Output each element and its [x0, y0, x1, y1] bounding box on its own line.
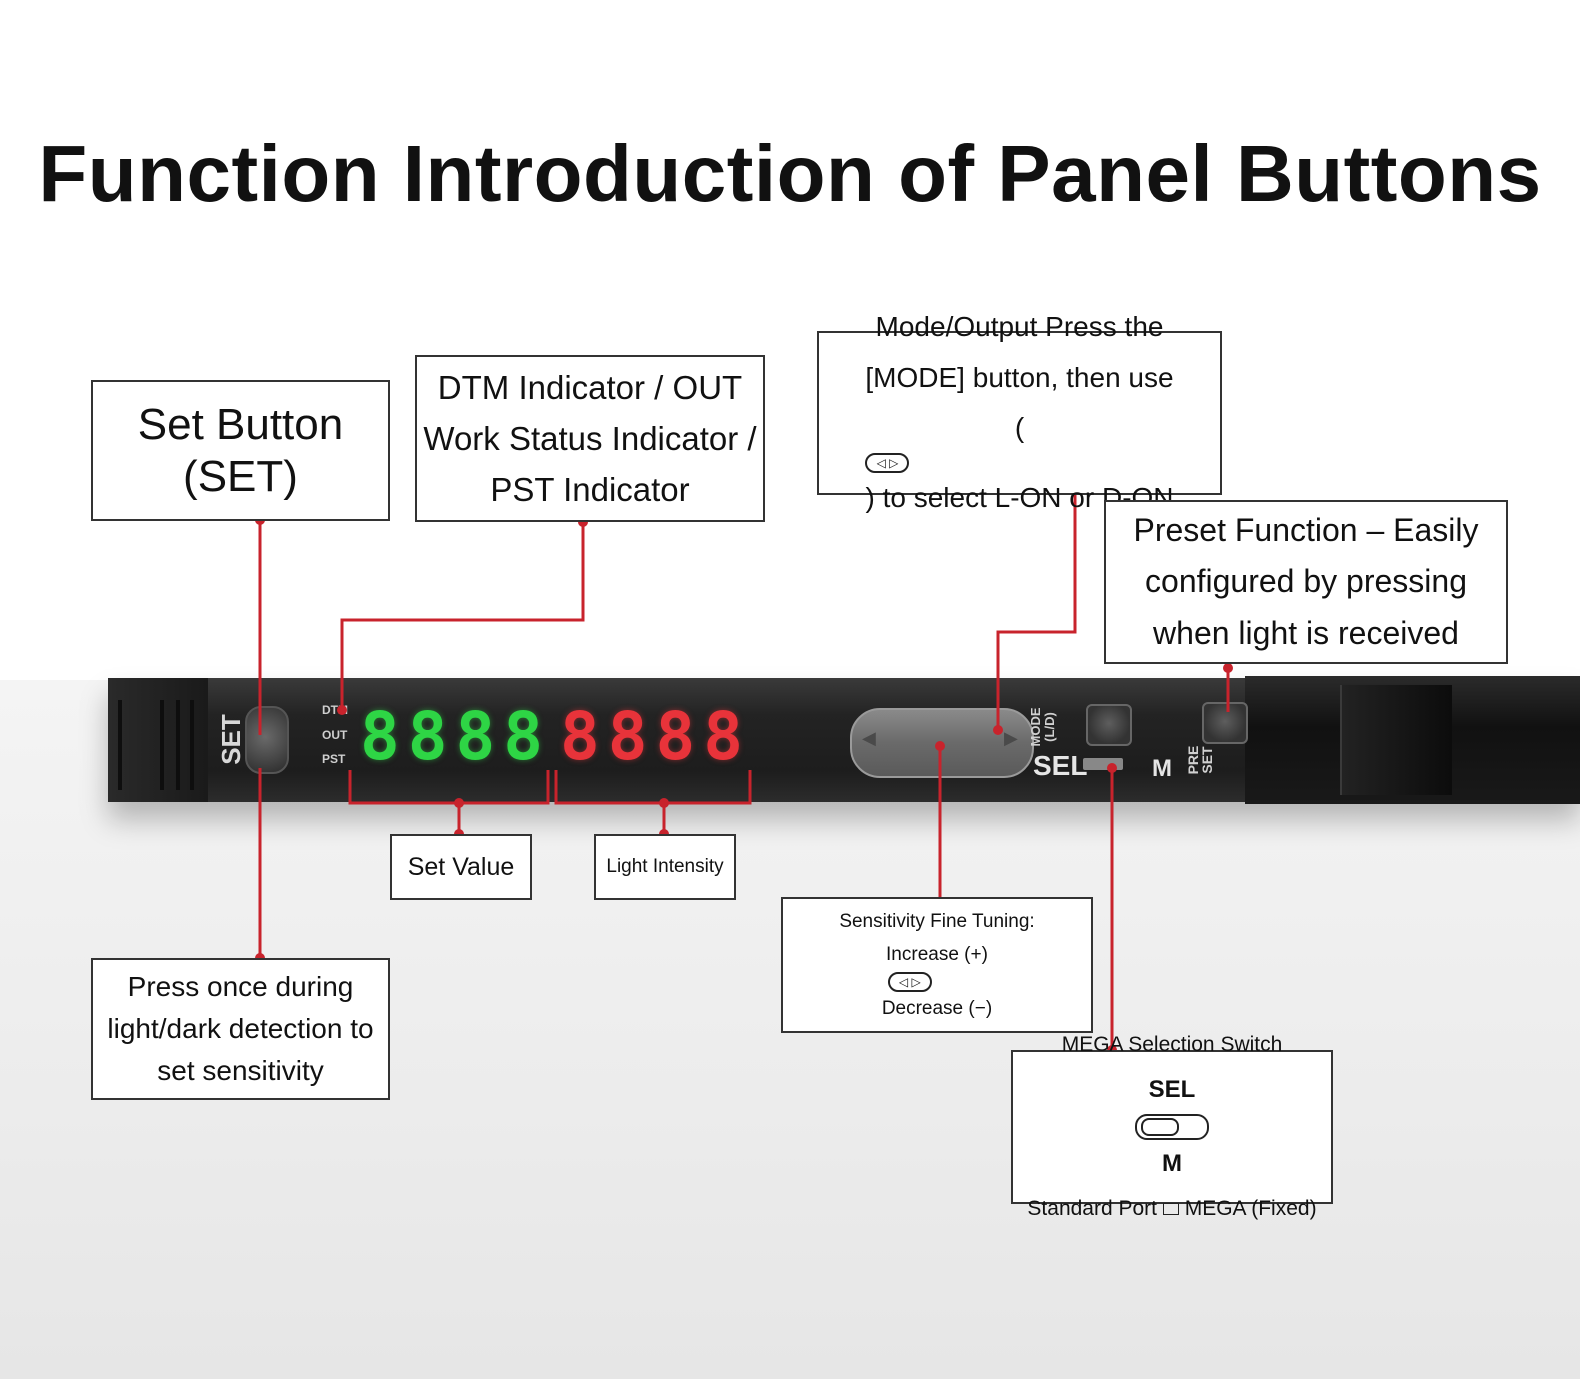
page-title: Function Introduction of Panel Buttons [38, 129, 1542, 218]
m-label: M [1152, 755, 1172, 782]
leader-dot [1223, 663, 1233, 673]
leader-set-value-bracket [348, 770, 550, 805]
callout-set-press: Press once during light/dark detection t… [91, 958, 390, 1100]
leader-dot [1107, 763, 1117, 773]
leader-mode [996, 495, 1077, 730]
callout-sensitivity: Sensitivity Fine Tuning: Increase (+)◁ ▷… [781, 897, 1093, 1033]
right-arrow-icon: ▶ [1004, 728, 1018, 748]
clip-rib [118, 700, 122, 790]
leader-indicators [340, 522, 585, 710]
callout-preset: Preset Function – Easily configured by p… [1104, 500, 1508, 664]
rocker-arrows-icon: ◁ ▷ [865, 453, 910, 474]
preset-button[interactable] [1202, 702, 1248, 744]
left-arrow-icon: ◀ [862, 728, 876, 748]
set-value-display: 8888 [360, 698, 551, 775]
square-glyph-icon [1162, 1203, 1179, 1216]
clip-rib [176, 700, 180, 790]
sel-label: SEL [1033, 750, 1088, 781]
callout-set-value: Set Value [390, 834, 532, 900]
rocker-arrows-icon: ◁ ▷ [887, 971, 932, 992]
callout-light-intensity: Light Intensity [594, 834, 736, 900]
leader-dot [993, 725, 1003, 735]
callout-mode-output: Mode/Output Press the [MODE] button, the… [817, 311, 1222, 513]
slide-switch-icon [1135, 1114, 1209, 1140]
clip-rib [190, 700, 194, 790]
leader-dot [454, 798, 464, 808]
callout-set-button: Set Button (SET) [91, 380, 390, 521]
set-button[interactable] [245, 706, 289, 774]
clip-rib [160, 700, 164, 790]
leader-dot [935, 741, 945, 751]
leader-light-bracket [554, 770, 752, 805]
pst-indicator-label: PST [322, 752, 346, 766]
light-intensity-display: 8888 [560, 698, 751, 775]
leader-dot [337, 705, 347, 715]
callout-indicators: DTM Indicator / OUT Work Status Indicato… [415, 355, 765, 522]
out-indicator-label: OUT [322, 728, 348, 742]
fiber-lock-lever [1340, 685, 1452, 795]
leader-dot [659, 798, 669, 808]
mode-button[interactable] [1086, 704, 1132, 746]
